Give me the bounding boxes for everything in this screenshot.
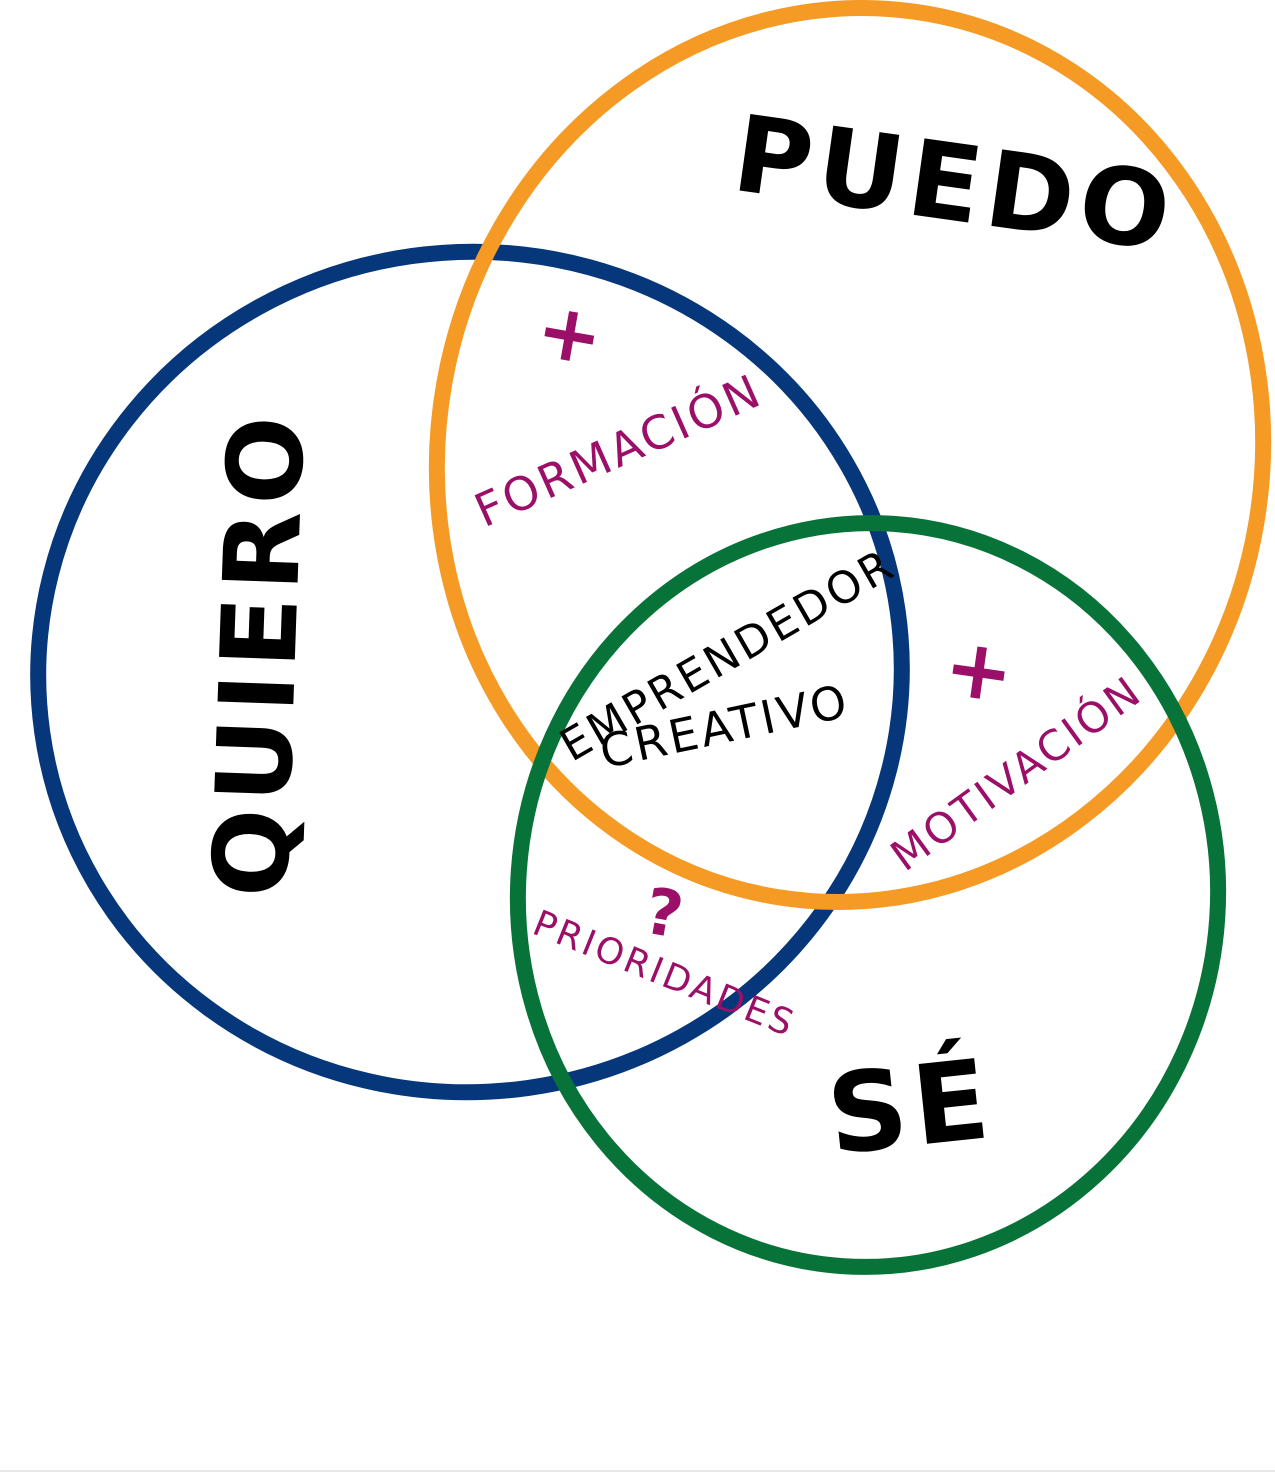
puedo-circle [428,0,1272,910]
motivacion-label: MOTIVACIÓN [881,665,1151,880]
se-label: SÉ [822,1034,1001,1180]
formacion-plus: + [530,284,610,384]
motivacion-plus: + [938,619,1019,723]
prioridades-question: ? [639,875,688,954]
quiero-label: QUIERO [190,408,329,899]
bottom-divider [0,1470,1275,1472]
formacion-label: FORMACIÓN [467,363,771,538]
quiero-circle [30,243,910,1101]
puedo-label: PUEDO [727,92,1184,276]
se-circle [509,515,1227,1275]
